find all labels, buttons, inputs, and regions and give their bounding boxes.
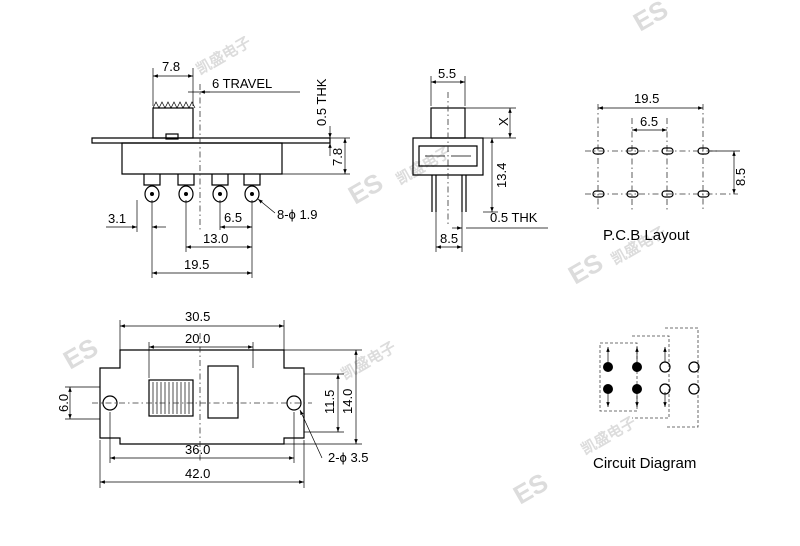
pcb-pad [592, 147, 605, 155]
dim-pitch: 6.5 [640, 114, 658, 129]
pcb-pad [661, 190, 674, 198]
watermark: ES ES ES ES ES 凯盛电子 凯盛电子 凯盛电子 凯盛电子 凯盛电子 [58, 0, 673, 510]
dim-travel: 6 TRAVEL [212, 76, 272, 91]
watermark-cjk: 凯盛电子 [578, 413, 639, 459]
pcb-pad [697, 190, 710, 198]
pcb-pad [626, 147, 639, 155]
watermark-logo: ES [508, 467, 553, 510]
dim-14-0: 14.0 [340, 389, 355, 414]
switch-outline [99, 349, 305, 445]
pcb-pad [626, 190, 639, 198]
dim-pin-offset: 3.1 [108, 211, 126, 226]
dim-plate-thk: 0.5 THK [314, 78, 329, 126]
watermark-logo: ES [563, 247, 608, 290]
dim-pin-pitch: 6.5 [224, 210, 242, 225]
dim-body-height: 7.8 [330, 148, 345, 166]
switch-body [121, 142, 283, 175]
contact-open [688, 361, 700, 373]
contact-closed [632, 362, 642, 372]
side-view: 7.8 6 TRAVEL 0.5 THK 7.8 3.1 6.5 13.0 19… [91, 59, 350, 278]
circuit-diagram: Circuit Diagram [593, 327, 700, 472]
dim-knob-width: 5.5 [438, 66, 456, 81]
circuit-diagram-title: Circuit Diagram [593, 455, 696, 472]
pin-row [143, 174, 261, 203]
dim-knob-width: 7.8 [162, 59, 180, 74]
contact-closed [603, 384, 613, 394]
actuator-slot [148, 379, 194, 417]
dim-20-0: 20.0 [185, 331, 210, 346]
contact-closed [603, 362, 613, 372]
pcb-layout: 19.5 6.5 8.5 P.C.B Layout [585, 91, 748, 244]
watermark-logo: ES [58, 332, 103, 375]
pcb-pad [592, 190, 605, 198]
dim-42-0: 42.0 [185, 466, 210, 481]
watermark-cjk: 凯盛电子 [338, 338, 399, 384]
dim-row-spacing: 8.5 [733, 168, 748, 186]
contact-open [659, 383, 671, 395]
pcb-pad [697, 147, 710, 155]
dim-pin-holes: 8-ϕ 1.9 [277, 207, 318, 222]
pcb-pad-row [592, 147, 710, 155]
dim-pin-thk: 0.5 THK [490, 210, 538, 225]
watermark-logo: ES [343, 167, 388, 210]
dim-width: 19.5 [634, 91, 659, 106]
mount-hole [102, 395, 118, 411]
contact-closed [632, 384, 642, 394]
switch-body [412, 137, 484, 176]
pcb-pad [661, 147, 674, 155]
dim-width: 8.5 [440, 231, 458, 246]
contact-open [688, 383, 700, 395]
dim-pin-span-19: 19.5 [184, 257, 209, 272]
top-view: 30.5 20.0 6.0 11.5 14.0 36.0 42.0 2-ϕ 3.… [56, 309, 369, 488]
dim-11-5: 11.5 [322, 390, 337, 414]
dim-height: 13.4 [494, 163, 509, 188]
pcb-pad-row [592, 190, 710, 198]
dim-36-0: 36.0 [185, 442, 210, 457]
watermark-cjk: 凯盛电子 [193, 33, 254, 79]
contact-open [659, 361, 671, 373]
dim-x: X [496, 117, 511, 126]
dim-pin-span-13: 13.0 [203, 231, 228, 246]
end-view: 5.5 X 13.4 0.5 THK 8.5 [412, 66, 548, 252]
dim-30-5: 30.5 [185, 309, 210, 324]
dim-mount-holes: 2-ϕ 3.5 [328, 450, 369, 465]
pcb-layout-title: P.C.B Layout [603, 227, 690, 244]
actuator-knob [152, 101, 196, 140]
mount-hole [286, 395, 302, 411]
watermark-logo: ES [628, 0, 673, 37]
mounting-plate [91, 137, 331, 144]
dim-6-0: 6.0 [56, 394, 71, 412]
